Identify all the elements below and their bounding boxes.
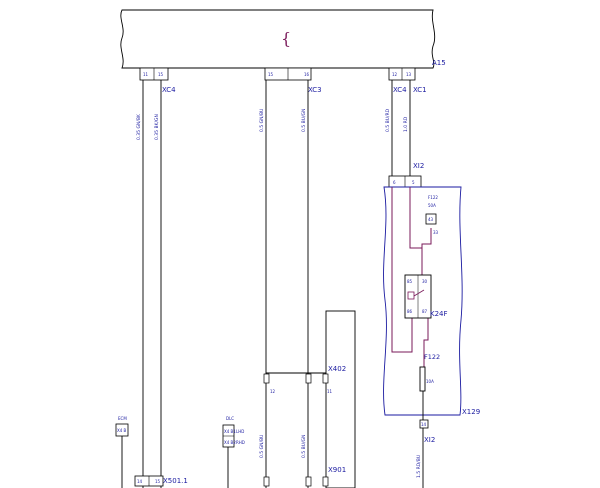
connector-xi2-top-label: XI2 — [413, 162, 424, 170]
connector-x901-label: X901 — [328, 466, 346, 474]
fuse-f122-top-box: 43 — [428, 217, 434, 222]
connector-xc4-xc1: 12 13 XC4 XC1 — [388, 67, 427, 94]
harness-fuse-link — [421, 228, 432, 248]
relay-pin-30: 30 — [422, 279, 428, 284]
fuse-f122-top: F122 50A 43 33 — [425, 195, 439, 235]
relay-pin-85: 85 — [407, 279, 413, 284]
wire-label-w5: 0.5 BU/RD — [385, 108, 391, 132]
pin-xc3-b: 16 — [304, 72, 310, 77]
connector-x402-label: X402 — [328, 365, 346, 373]
dlc-side2: RHD — [236, 440, 245, 445]
pin-xi2-a: 6 — [393, 180, 396, 185]
pin-xi2-b: 5 — [412, 180, 415, 185]
harness-relay-out — [423, 318, 429, 368]
harness-loop-a — [391, 187, 413, 353]
relay-k24f: 85 30 86 87 K24F — [404, 274, 448, 319]
harness-loop-b — [409, 187, 423, 275]
module-a15-symbol: { — [281, 29, 291, 48]
wire-label-w3: 0.5 GN/BU — [259, 109, 265, 132]
pin-xc4-a: 11 — [143, 72, 149, 77]
dlc-label: DLC — [226, 416, 234, 421]
relay-label: K24F — [430, 310, 448, 318]
connector-x402: 12 11 — [263, 373, 333, 394]
pin-x402-b: 11 — [327, 389, 333, 394]
connector-xc1-label: XC1 — [413, 86, 427, 94]
ecm-label: ECM — [118, 416, 127, 421]
box-x129-outline — [383, 186, 463, 416]
housing-x402 — [325, 310, 356, 488]
dlc-side1: LHD — [236, 429, 244, 434]
connector-xc4-label: XC4 — [162, 86, 176, 94]
module-a15-body — [120, 9, 436, 69]
fuse-f122-rating: 10A — [426, 379, 434, 384]
connector-x901 — [263, 476, 329, 487]
relay-pin-86: 86 — [407, 309, 413, 314]
pin-x402-a: 12 — [270, 389, 276, 394]
dlc-box2: X4 B2 — [224, 440, 236, 445]
box-x129-label: X129 — [462, 408, 480, 416]
connector-xi2-top: XI2 6 5 — [388, 162, 424, 188]
dlc-box1: X4 B1 — [224, 429, 236, 434]
wire-label-w9: 1.5 RD/BU — [416, 455, 422, 478]
connector-xi2-bottom-label: XI2 — [424, 436, 435, 444]
wire-label-w4: 0.5 BU/GN — [301, 109, 307, 132]
connector-xc4-top: 11 15 XC4 — [139, 67, 176, 94]
wire-label-w7: 0.5 GN/BU — [259, 435, 265, 458]
pin-x501-b: 15 — [155, 479, 161, 484]
pin-xc4-right: 12 — [392, 72, 398, 77]
wire-label-w8: 0.5 BU/GN — [301, 435, 307, 458]
fuse-f122-top-pin: 33 — [433, 230, 439, 235]
fuse-f122-top-rating: 50A — [428, 203, 436, 208]
connector-xc4-right-label: XC4 — [393, 86, 407, 94]
wire-label-w2: 0.35 BK/GN — [154, 114, 160, 140]
wire-label-w6: 1.0 RD — [403, 116, 409, 132]
connector-xc3: 15 16 XC3 — [264, 67, 322, 94]
relay-pin-87: 87 — [422, 309, 428, 314]
fuse-f122-top-label: F122 — [428, 195, 438, 200]
connector-x501-label: X501.1 — [163, 477, 188, 485]
module-a15-label: A15 — [432, 59, 446, 67]
fuse-f122: F122 10A — [419, 353, 440, 392]
pin-xi2-bottom: 14 — [421, 422, 427, 427]
ecm-box: X4 B — [117, 428, 127, 433]
component-dlc: DLC X4 B1 X4 B2 LHD RHD — [222, 416, 245, 488]
connector-xi2-bottom: 14 XI2 — [419, 419, 435, 444]
component-ecm: ECM X4 B — [115, 416, 129, 488]
pin-xc4-b: 15 — [158, 72, 164, 77]
connector-x501: 14 15 X501.1 — [134, 475, 188, 487]
pin-x501-a: 14 — [137, 479, 143, 484]
pin-xc1: 13 — [406, 72, 412, 77]
connector-xc3-label: XC3 — [308, 86, 322, 94]
fuse-f122-label: F122 — [424, 353, 440, 361]
wire-label-w1: 0.35 GN/BK — [136, 113, 142, 140]
pin-xc3-a: 15 — [268, 72, 274, 77]
